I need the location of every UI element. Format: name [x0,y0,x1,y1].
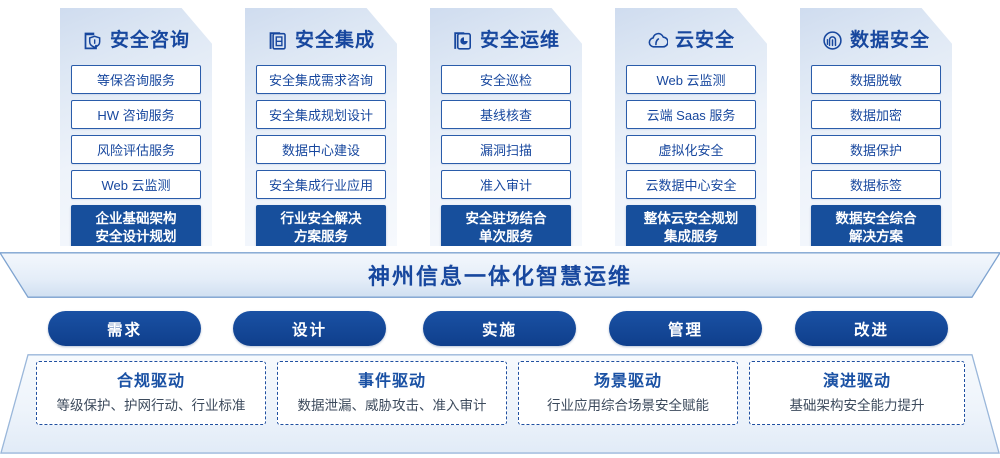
panel-title: 安全咨询 [109,30,190,51]
panel-item[interactable]: 漏洞扫描 [441,135,571,164]
panel-highlight[interactable]: 行业安全解决 方案服务 [256,205,386,246]
panel-item[interactable]: 数据标签 [811,170,941,199]
panel-highlight-line2: 集成服务 [664,229,718,244]
panel-item-list: 等保咨询服务 HW 咨询服务 风险评估服务 Web 云监测 企业基础架构 安全设… [71,65,201,246]
driver-box-evolution[interactable]: 演进驱动 基础架构安全能力提升 [749,361,965,425]
phase-pill-design[interactable]: 设计 [233,311,386,346]
driver-box-compliance[interactable]: 合规驱动 等级保护、护网行动、行业标准 [36,361,266,425]
phase-pill-improve[interactable]: 改进 [795,311,948,346]
panel-title: 数据安全 [849,30,930,51]
panel-item-list: Web 云监测 云端 Saas 服务 虚拟化安全 云数据中心安全 整体云安全规划… [626,65,756,246]
panel-item[interactable]: Web 云监测 [71,170,201,199]
panel-header: 安全运维 [430,30,582,51]
panel-highlight-line1: 整体云安全规划 [643,211,739,226]
capability-panel-security-consulting[interactable]: 安全咨询 等保咨询服务 HW 咨询服务 风险评估服务 Web 云监测 企业基础架… [60,8,212,246]
capability-panel-cloud-security[interactable]: 云安全 Web 云监测 云端 Saas 服务 虚拟化安全 云数据中心安全 整体云… [615,8,767,246]
panel-header: 安全集成 [245,30,397,51]
panel-item[interactable]: 准入审计 [441,170,571,199]
monitor-chart-icon [454,32,471,50]
panel-item[interactable]: 数据中心建设 [256,135,386,164]
panel-highlight-line2: 方案服务 [294,229,348,244]
panel-item-list: 安全集成需求咨询 安全集成规划设计 数据中心建设 安全集成行业应用 行业安全解决… [256,65,386,246]
driver-title: 演进驱动 [822,372,891,390]
driver-box-incident[interactable]: 事件驱动 数据泄漏、威胁攻击、准入审计 [277,361,507,425]
capability-panel-security-integration[interactable]: 安全集成 安全集成需求咨询 安全集成规划设计 数据中心建设 安全集成行业应用 行… [245,8,397,246]
panel-header: 数据安全 [800,30,952,51]
panel-highlight[interactable]: 数据安全综合 解决方案 [811,205,941,246]
driver-title: 场景驱动 [593,372,662,390]
panel-item[interactable]: 安全巡检 [441,65,571,94]
panel-item[interactable]: 基线核查 [441,100,571,129]
driver-desc: 行业应用综合场景安全赋能 [547,397,709,413]
fingerprint-icon [823,31,842,50]
panel-highlight-line2: 单次服务 [479,229,533,244]
panel-item[interactable]: 云数据中心安全 [626,170,756,199]
panel-highlight-line1: 行业安全解决 [280,211,362,226]
panel-item-list: 数据脱敏 数据加密 数据保护 数据标签 数据安全综合 解决方案 [811,65,941,246]
cloud-icon [648,32,668,48]
panel-header: 云安全 [615,30,767,51]
driver-desc: 等级保护、护网行动、行业标准 [56,397,246,413]
driver-title: 合规驱动 [116,372,185,390]
panel-item[interactable]: Web 云监测 [626,65,756,94]
phase-pill-implement[interactable]: 实施 [423,311,576,346]
panel-highlight-line1: 企业基础架构 [95,211,177,226]
panel-title: 安全运维 [479,30,560,51]
panel-header: 安全咨询 [60,30,212,51]
driver-box-scenario[interactable]: 场景驱动 行业应用综合场景安全赋能 [518,361,738,425]
panel-item[interactable]: 数据脱敏 [811,65,941,94]
panel-item[interactable]: 等保咨询服务 [71,65,201,94]
panel-title: 云安全 [674,30,735,51]
panel-item[interactable]: 安全集成规划设计 [256,100,386,129]
panel-item[interactable]: 云端 Saas 服务 [626,100,756,129]
panel-inner: 安全咨询 等保咨询服务 HW 咨询服务 风险评估服务 Web 云监测 企业基础架… [60,8,212,246]
panel-highlight-line1: 数据安全综合 [835,211,917,226]
phase-pill-manage[interactable]: 管理 [609,311,762,346]
capability-panel-security-operations[interactable]: 安全运维 安全巡检 基线核查 漏洞扫描 准入审计 安全驻场结合 单次服务 [430,8,582,246]
panel-highlight[interactable]: 整体云安全规划 集成服务 [626,205,756,246]
phase-pill-requirement[interactable]: 需求 [48,311,201,346]
panel-title: 安全集成 [294,30,375,51]
panel-item[interactable]: 风险评估服务 [71,135,201,164]
panel-item[interactable]: 安全集成需求咨询 [256,65,386,94]
panel-inner: 安全运维 安全巡检 基线核查 漏洞扫描 准入审计 安全驻场结合 单次服务 [430,8,582,246]
panel-highlight[interactable]: 安全驻场结合 单次服务 [441,205,571,246]
driver-desc: 数据泄漏、威胁攻击、准入审计 [297,397,487,413]
capability-panel-data-security[interactable]: 数据安全 数据脱敏 数据加密 数据保护 数据标签 数据安全综合 解决方案 [800,8,952,246]
panel-item[interactable]: HW 咨询服务 [71,100,201,129]
panel-item[interactable]: 数据加密 [811,100,941,129]
panel-item-list: 安全巡检 基线核查 漏洞扫描 准入审计 安全驻场结合 单次服务 [441,65,571,246]
panel-highlight[interactable]: 企业基础架构 安全设计规划 [71,205,201,246]
panel-highlight-line2: 解决方案 [849,229,903,244]
driver-title: 事件驱动 [357,372,426,390]
panel-inner: 数据安全 数据脱敏 数据加密 数据保护 数据标签 数据安全综合 解决方案 [800,8,952,246]
driver-base-outline [0,354,1000,454]
driver-desc: 基础架构安全能力提升 [789,397,925,413]
document-shield-icon [84,32,101,50]
panel-item[interactable]: 虚拟化安全 [626,135,756,164]
panel-inner: 云安全 Web 云监测 云端 Saas 服务 虚拟化安全 云数据中心安全 整体云… [615,8,767,246]
panel-highlight-line2: 安全设计规划 [95,229,177,244]
panel-item[interactable]: 安全集成行业应用 [256,170,386,199]
panel-highlight-line1: 安全驻场结合 [465,211,547,226]
platform-banner-title: 神州信息一体化智慧运维 [367,264,632,289]
server-rack-icon [269,32,286,50]
panel-item[interactable]: 数据保护 [811,135,941,164]
panel-inner: 安全集成 安全集成需求咨询 安全集成规划设计 数据中心建设 安全集成行业应用 行… [245,8,397,246]
